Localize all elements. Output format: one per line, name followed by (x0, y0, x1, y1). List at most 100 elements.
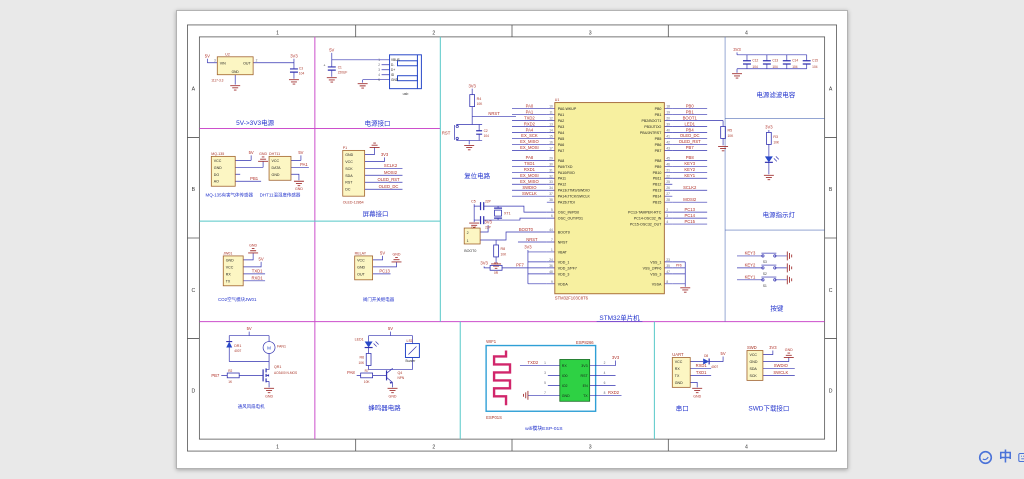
key-button[interactable] (761, 252, 777, 258)
stm32-mcu-block[interactable]: U1 STM32F103C8T6 STM32单片机 PA0-WKUP PA1 P… (463, 98, 735, 322)
pin-number: 1 (551, 248, 553, 252)
net-label: BOOT1 (683, 115, 698, 120)
module-body[interactable] (354, 255, 374, 281)
designator: LS1 (406, 339, 412, 343)
pin-number: 35 (666, 264, 670, 268)
designator: C12 (752, 58, 758, 62)
value: 104 (299, 72, 305, 76)
net-flag: GND (265, 394, 273, 398)
net-label: LED1 (685, 121, 696, 126)
net-flag: 5V (259, 257, 264, 262)
pin-name: VCC (272, 159, 280, 163)
reset-circuit-block[interactable]: 3V3 R4 10K NRST RST C2 104 复位电路 (442, 83, 516, 180)
designator: DHT11 (269, 152, 280, 156)
net-flag: 5V (388, 326, 393, 331)
key-button[interactable] (761, 264, 777, 270)
grid-col-label: 2 (432, 30, 435, 36)
pin-name: PB1 (655, 113, 662, 117)
net-label: SCLK2 (384, 163, 398, 168)
pin-number: 40 (666, 128, 670, 132)
pin-name: PB7 (655, 149, 662, 153)
boot0-jumper[interactable] (463, 227, 481, 245)
wifi-module-block[interactable]: WIF1 ESP8266 RX IO0 IO2 GND 3V3 RST EN T… (485, 339, 622, 432)
keys-block[interactable]: KEY3 KEY2 KEY1 S3 S2 S1 按键 (737, 251, 793, 313)
net-label: PB8 (686, 155, 695, 160)
block-caption: CO2空气模块JW01 (218, 296, 257, 303)
header-body[interactable] (671, 357, 691, 388)
pin-number: 2 (378, 63, 380, 67)
pin-number: 43 (666, 146, 670, 150)
relay-block[interactable]: RELAY VCC GND OUT 5V GND PC13 阀门开关继电器 (354, 251, 402, 304)
designator: C15 (812, 58, 818, 62)
net-label: KEY3 (684, 161, 695, 166)
ime-toolbar[interactable]: 中 (978, 449, 1024, 465)
power-led-block[interactable]: 3V3 R3 10K 电源指示灯 (763, 124, 796, 219)
usb-connector-body[interactable] (389, 54, 422, 90)
oled-header-block[interactable]: P1 GND VCC SCK SDA RST DC 3V3 SCLK2 MOSI… (342, 142, 403, 218)
module-outline (485, 344, 597, 412)
uart-header-block[interactable]: UART VCC RX TX GND D8 4007 5V RXD1 TXD1 … (671, 351, 726, 413)
power-regulator-block[interactable]: 5V 3V3 U2 VIN OUT GND 3 2 1117-3.3 C3 10… (205, 52, 305, 127)
reset-button[interactable] (454, 124, 459, 141)
net-label: RXD1 (696, 363, 708, 368)
schematic-sheet[interactable]: 1 2 3 4 1 2 3 4 A B C D A B C D 5V 3V3 U… (176, 10, 848, 469)
designator: DR1 (234, 344, 241, 348)
pin-name: TX (583, 394, 588, 398)
pin-name: PA0-WKUP (558, 107, 577, 111)
value: 4007 (711, 365, 718, 369)
net-label: KEY2 (745, 262, 756, 267)
value: 22P (485, 200, 491, 204)
pin-name: VDD_1 (558, 260, 570, 264)
pin-number: 42 (666, 140, 670, 144)
key-button[interactable] (761, 276, 777, 282)
gnd-symbol (679, 287, 691, 293)
header-body[interactable] (342, 149, 366, 197)
buzzer-block[interactable]: 5V LED1 R6 10K LS1 Buzzer Q4 NPN R7 10K … (347, 326, 420, 412)
section-title: 复位电路 (464, 171, 490, 180)
swd-header-block[interactable]: SWD VCC GND SDA SCK 3V3 GND SWDIO SWCLK … (746, 345, 795, 413)
ime-language-indicator[interactable]: 中 (999, 449, 1013, 464)
pin-number: 9 (551, 280, 553, 284)
section-title: 串口 (676, 405, 689, 413)
designator: QR1 (274, 365, 281, 369)
mq135-sensor-block[interactable]: MQ-135 VCC GND DO AO 5V GND PB1 MQ-135有害… (206, 150, 269, 199)
net-label: PA1 (526, 109, 534, 114)
net-label: SWDIO (522, 185, 537, 190)
designator: BOOT0 (464, 249, 476, 253)
header-body[interactable] (746, 350, 764, 381)
net-label: PB1 (686, 109, 695, 114)
net-flag: GND (259, 152, 267, 156)
fan-driver-block[interactable]: 5V DR1 4007 M FAN1 QR1 AO3400 N-MOS R2 1… (211, 326, 297, 410)
filter-caps-block[interactable]: 3V3 C12 C13 C14 C15 104 104 104 104 电源滤波… (731, 47, 818, 99)
net-label: PF7 (516, 262, 524, 267)
regulator-body[interactable] (216, 56, 254, 76)
stm32-chip-body[interactable] (554, 102, 665, 295)
schematic-canvas[interactable]: 1 2 3 4 1 2 3 4 A B C D A B C D 5V 3V3 U… (177, 11, 847, 468)
esp-chip-body[interactable] (559, 359, 591, 402)
net-flag: GND (295, 187, 303, 191)
net-label: EX_SCK (521, 133, 538, 138)
sensor-body[interactable] (268, 155, 292, 181)
pin-name: DATA (272, 166, 282, 170)
net-flag: 5V (721, 351, 726, 356)
pin-name: PA14/JTCK/SWCLK (558, 195, 591, 199)
block-caption: MQ-135有害气体传感器 (206, 192, 254, 199)
net-label: PB7 (211, 373, 220, 378)
co2-module-block[interactable]: JW01 GND VCC RX TX GND 5V TXD1 RXD1 CO2空… (218, 244, 266, 304)
pin-number: 8 (666, 280, 668, 284)
module-body[interactable] (222, 255, 244, 287)
dht11-sensor-block[interactable]: DHT11 VCC DATA GND 5V PA1 GND DHT11温湿度传感… (260, 150, 309, 199)
ime-logo-icon[interactable] (978, 450, 993, 465)
pin-number: 28 (666, 198, 670, 202)
crystal[interactable] (479, 202, 503, 225)
value: 10K (728, 134, 735, 138)
designator: D8 (704, 354, 708, 358)
grid-col-label: 3 (589, 30, 592, 36)
pin-name: PB13 (653, 189, 662, 193)
ime-keyboard-icon[interactable] (1018, 452, 1024, 463)
usb-power-block[interactable]: 5V + C1 220UF 1 2 3 4 5 VBUS D- D+ ID GN… (323, 47, 422, 127)
sensor-body[interactable] (210, 155, 236, 187)
net-label: PB1 (250, 176, 259, 181)
pin-number: 4 (666, 220, 668, 224)
net-label: MOSI2 (683, 197, 697, 202)
